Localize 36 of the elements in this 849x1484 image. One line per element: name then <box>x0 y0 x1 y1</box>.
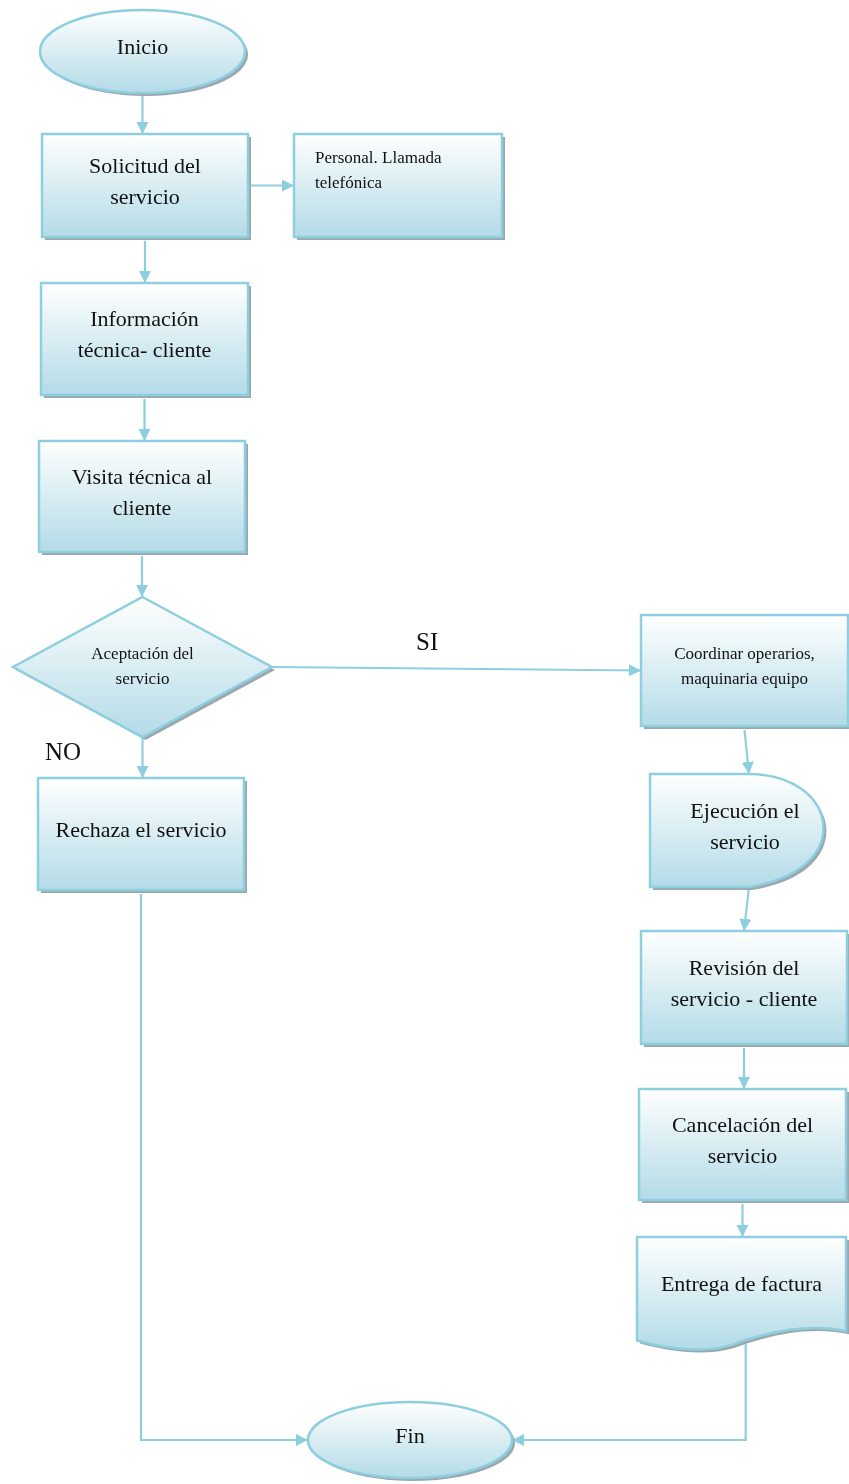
node-text: Solicitud del servicio <box>88 151 202 211</box>
arrow <box>741 729 754 775</box>
node-text: Información técnica- cliente <box>76 305 213 364</box>
arrow <box>138 399 151 441</box>
process-box <box>294 134 502 237</box>
node-text: Revisión del servicio - cliente <box>669 953 819 1013</box>
terminal-ellipse <box>308 1402 512 1478</box>
arrow <box>512 1343 747 1447</box>
process-box <box>42 134 248 237</box>
arrow <box>138 241 152 283</box>
node-text: Personal. Llamada telefónica <box>315 147 443 194</box>
node-text: Ejecución el servicio <box>689 796 801 856</box>
node-text: Visita técnica al cliente <box>70 462 214 522</box>
process-box <box>641 931 847 1044</box>
arrow <box>136 737 149 778</box>
process-box <box>38 778 244 890</box>
process-box <box>39 441 245 552</box>
node-text: Fin <box>395 1421 425 1450</box>
node-text: Rechaza el servicio <box>55 815 227 844</box>
arrow <box>736 1204 749 1237</box>
process-box <box>41 283 248 395</box>
node-text: Cancelación del servicio <box>670 1110 815 1170</box>
node-text: Aceptación del servicio <box>90 643 195 690</box>
arrow <box>737 1048 751 1089</box>
document-shape <box>637 1237 846 1352</box>
node-text: Entrega de factura <box>660 1270 823 1299</box>
arrow <box>136 93 149 134</box>
terminal-ellipse <box>40 10 245 93</box>
process-box <box>639 1089 846 1200</box>
node-text: Inicio <box>116 33 169 62</box>
arrow <box>139 894 308 1447</box>
node-text: Coordinar operarios, maquinaria equipo <box>673 642 816 690</box>
process-box <box>641 615 848 726</box>
decision-diamond <box>13 597 272 737</box>
arrow <box>135 556 149 597</box>
arrow <box>272 664 641 677</box>
